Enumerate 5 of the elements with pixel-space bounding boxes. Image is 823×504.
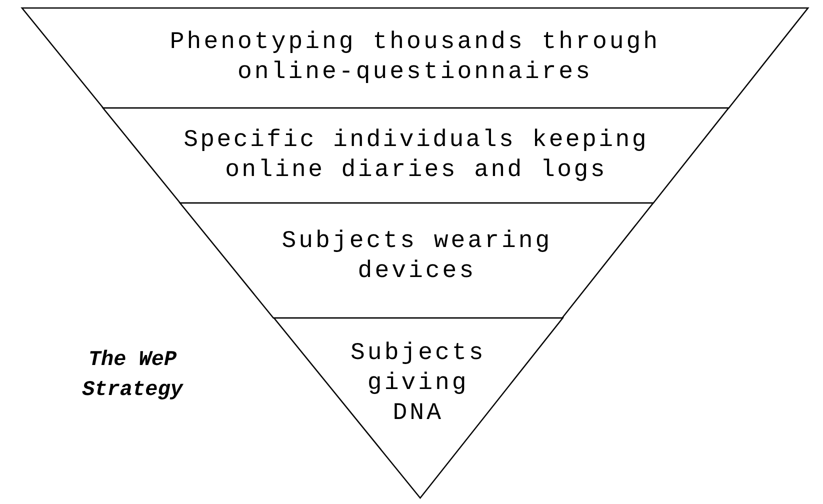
- diagram-title: The WeP Strategy: [81, 348, 184, 404]
- band-label: Phenotyping thousands through online-questionnaires: [168, 28, 662, 88]
- band-label: Specific individuals keeping online diaries and logs: [182, 126, 650, 186]
- band-label: Subjects giving DNA: [350, 339, 487, 429]
- band-label: Subjects wearing devices: [280, 226, 554, 286]
